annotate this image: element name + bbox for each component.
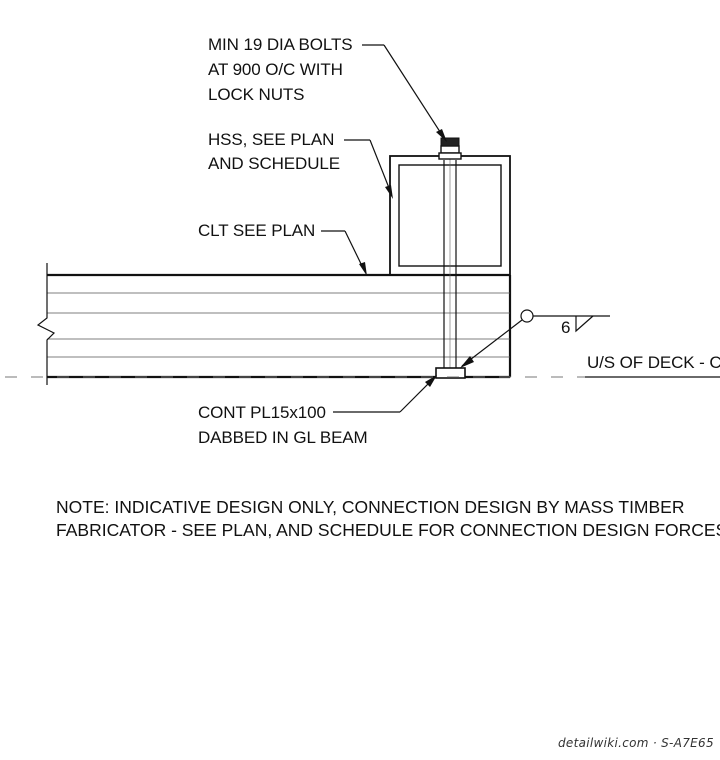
bolts-callout-line3: LOCK NUTS <box>208 85 305 104</box>
break-line <box>36 263 56 385</box>
plate-callout-line2: DABBED IN GL BEAM <box>198 428 368 447</box>
leader-plate <box>333 375 437 413</box>
leader-bolts <box>362 44 447 142</box>
leader-hss <box>344 139 393 199</box>
bolts-callout-line2: AT 900 O/C WITH <box>208 60 343 79</box>
weld-symbol <box>460 309 610 368</box>
clt-panel <box>47 273 512 379</box>
deck-level-label: U/S OF DECK - C <box>587 353 720 372</box>
note-line2: FABRICATOR - SEE PLAN, AND SCHEDULE FOR … <box>56 520 720 540</box>
footer-watermark: detailwiki.com · S-A7E65 <box>558 736 714 750</box>
base-plate <box>435 367 466 379</box>
hss-callout-line2: AND SCHEDULE <box>208 154 340 173</box>
bolt <box>438 137 462 368</box>
plate-callout-line1: CONT PL15x100 <box>198 403 326 422</box>
hss-callout-line1: HSS, SEE PLAN <box>208 130 335 149</box>
leader-clt <box>321 230 367 276</box>
bolts-callout-line1: MIN 19 DIA BOLTS <box>208 35 353 54</box>
clt-callout: CLT SEE PLAN <box>198 221 316 240</box>
note-line1: NOTE: INDICATIVE DESIGN ONLY, CONNECTION… <box>56 497 685 517</box>
weld-size-label: 6 <box>561 318 571 337</box>
